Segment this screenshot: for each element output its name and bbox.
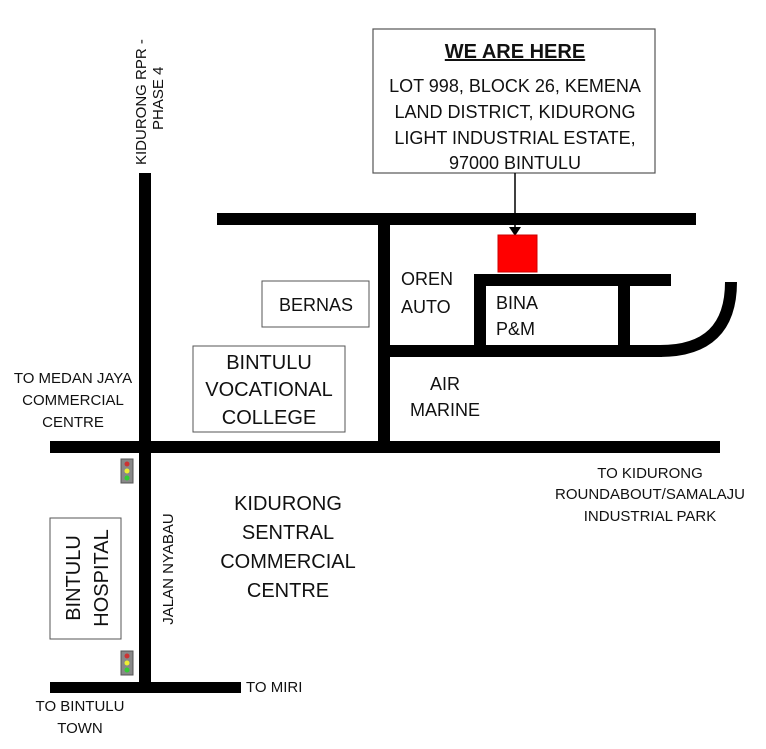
location-marker [497, 234, 538, 273]
road-bina-top [474, 274, 671, 286]
label-oren-auto: OREN [401, 269, 453, 289]
label-medan-jaya: TO MEDAN JAYA [14, 370, 132, 387]
label-hospital: BINTULU [63, 535, 85, 621]
arrow-head-icon [509, 227, 521, 236]
label-bintulu-town: TO BINTULU [36, 698, 125, 715]
label-kidurong-roundabout: TO KIDURONG [597, 465, 703, 482]
label-kidurong-sentral: SENTRAL [242, 522, 334, 544]
road-bottom [50, 682, 241, 693]
label-vocational: COLLEGE [222, 407, 316, 429]
label-medan-jaya: CENTRE [42, 414, 104, 431]
label-kidurong-sentral: KIDURONG [234, 493, 342, 515]
hospital-box [49, 517, 122, 640]
label-air-marine: AIR [430, 374, 460, 394]
label-kidurong-roundabout: INDUSTRIAL PARK [584, 508, 717, 525]
label-bernas: BERNAS [279, 295, 353, 315]
label-kidurong-rpr: PHASE 4 [150, 67, 167, 130]
label-kidurong-roundabout: ROUNDABOUT/SAMALAJU [555, 486, 745, 503]
address-line: LOT 998, BLOCK 26, KEMENA [389, 76, 641, 96]
road-bina-right [618, 274, 630, 352]
label-to-miri: TO MIRI [246, 679, 302, 696]
road-inner-vertical [378, 213, 390, 448]
bernas-box [261, 280, 370, 328]
label-medan-jaya: COMMERCIAL [22, 392, 124, 409]
address-line: LAND DISTRICT, KIDURONG [394, 102, 635, 122]
vocational-box [192, 345, 346, 433]
label-kidurong-rpr: KIDURONG RPR - [133, 39, 150, 165]
label-vocational: VOCATIONAL [205, 379, 332, 401]
label-jalan-nyabau: JALAN NYABAU [160, 513, 177, 624]
label-bintulu-town: TOWN [57, 720, 103, 737]
label-hospital: HOSPITAL [91, 529, 113, 626]
label-bina: BINA [496, 293, 538, 313]
label-oren-auto: AUTO [401, 297, 451, 317]
road-kidurong-rpr [139, 173, 151, 692]
traffic-light-icon [120, 458, 134, 484]
label-bina: P&M [496, 319, 535, 339]
label-kidurong-sentral: COMMERCIAL [220, 551, 356, 573]
callout-title: WE ARE HERE [445, 41, 585, 63]
roads [50, 173, 737, 693]
road-bina-left [474, 274, 486, 352]
road-middle [384, 345, 662, 357]
address-line: 97000 BINTULU [449, 153, 581, 173]
label-vocational: BINTULU [226, 352, 312, 374]
road-top [217, 213, 696, 225]
label-air-marine: MARINE [410, 400, 480, 420]
address-line: LIGHT INDUSTRIAL ESTATE, [394, 128, 635, 148]
callout-box [372, 28, 656, 174]
traffic-light-icon [120, 650, 134, 676]
label-kidurong-sentral: CENTRE [247, 580, 329, 602]
road-curve [659, 281, 737, 357]
